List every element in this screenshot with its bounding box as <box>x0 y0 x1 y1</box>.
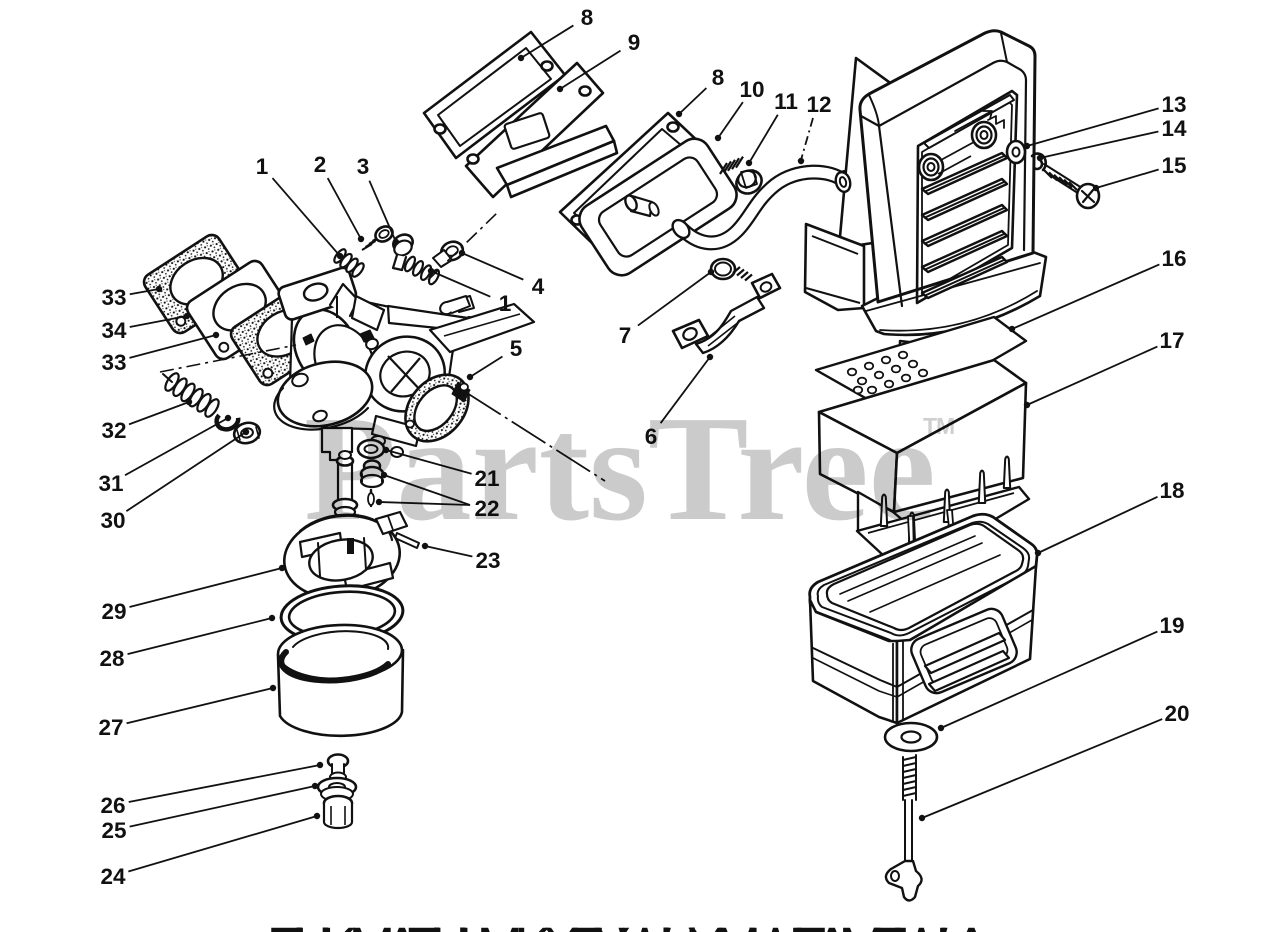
svg-text:34: 34 <box>101 318 127 343</box>
svg-text:24: 24 <box>100 864 126 889</box>
svg-text:THK MA THLM K XEYWHY MW T A MT: THK MA THLM K XEYWHY MW T A MTWL A <box>270 915 991 932</box>
svg-text:27: 27 <box>98 715 123 740</box>
svg-text:8: 8 <box>712 65 725 90</box>
svg-text:33: 33 <box>101 285 126 310</box>
svg-text:23: 23 <box>475 548 500 573</box>
svg-text:5: 5 <box>510 336 523 361</box>
svg-text:9: 9 <box>628 30 641 55</box>
svg-text:26: 26 <box>100 793 125 818</box>
svg-text:20: 20 <box>1164 701 1189 726</box>
svg-text:22: 22 <box>474 496 499 521</box>
svg-text:33: 33 <box>101 350 126 375</box>
svg-text:3: 3 <box>357 154 370 179</box>
svg-text:21: 21 <box>474 466 499 491</box>
svg-text:19: 19 <box>1159 613 1184 638</box>
svg-text:7: 7 <box>619 323 632 348</box>
svg-text:11: 11 <box>774 89 798 114</box>
svg-text:18: 18 <box>1159 478 1184 503</box>
svg-text:6: 6 <box>645 424 658 449</box>
svg-text:31: 31 <box>98 471 123 496</box>
svg-text:32: 32 <box>101 418 126 443</box>
svg-text:15: 15 <box>1161 153 1186 178</box>
svg-text:29: 29 <box>101 599 126 624</box>
svg-text:14: 14 <box>1161 116 1187 141</box>
svg-text:17: 17 <box>1159 328 1184 353</box>
svg-text:30: 30 <box>100 508 125 533</box>
svg-text:12: 12 <box>806 92 831 117</box>
svg-text:8: 8 <box>581 5 594 30</box>
svg-text:25: 25 <box>101 818 126 843</box>
svg-text:28: 28 <box>99 646 124 671</box>
svg-text:1: 1 <box>499 291 512 316</box>
svg-text:10: 10 <box>739 77 764 102</box>
svg-text:4: 4 <box>532 274 545 299</box>
svg-text:16: 16 <box>1161 246 1186 271</box>
svg-text:1: 1 <box>256 154 269 179</box>
svg-text:2: 2 <box>314 152 327 177</box>
svg-text:13: 13 <box>1161 92 1186 117</box>
